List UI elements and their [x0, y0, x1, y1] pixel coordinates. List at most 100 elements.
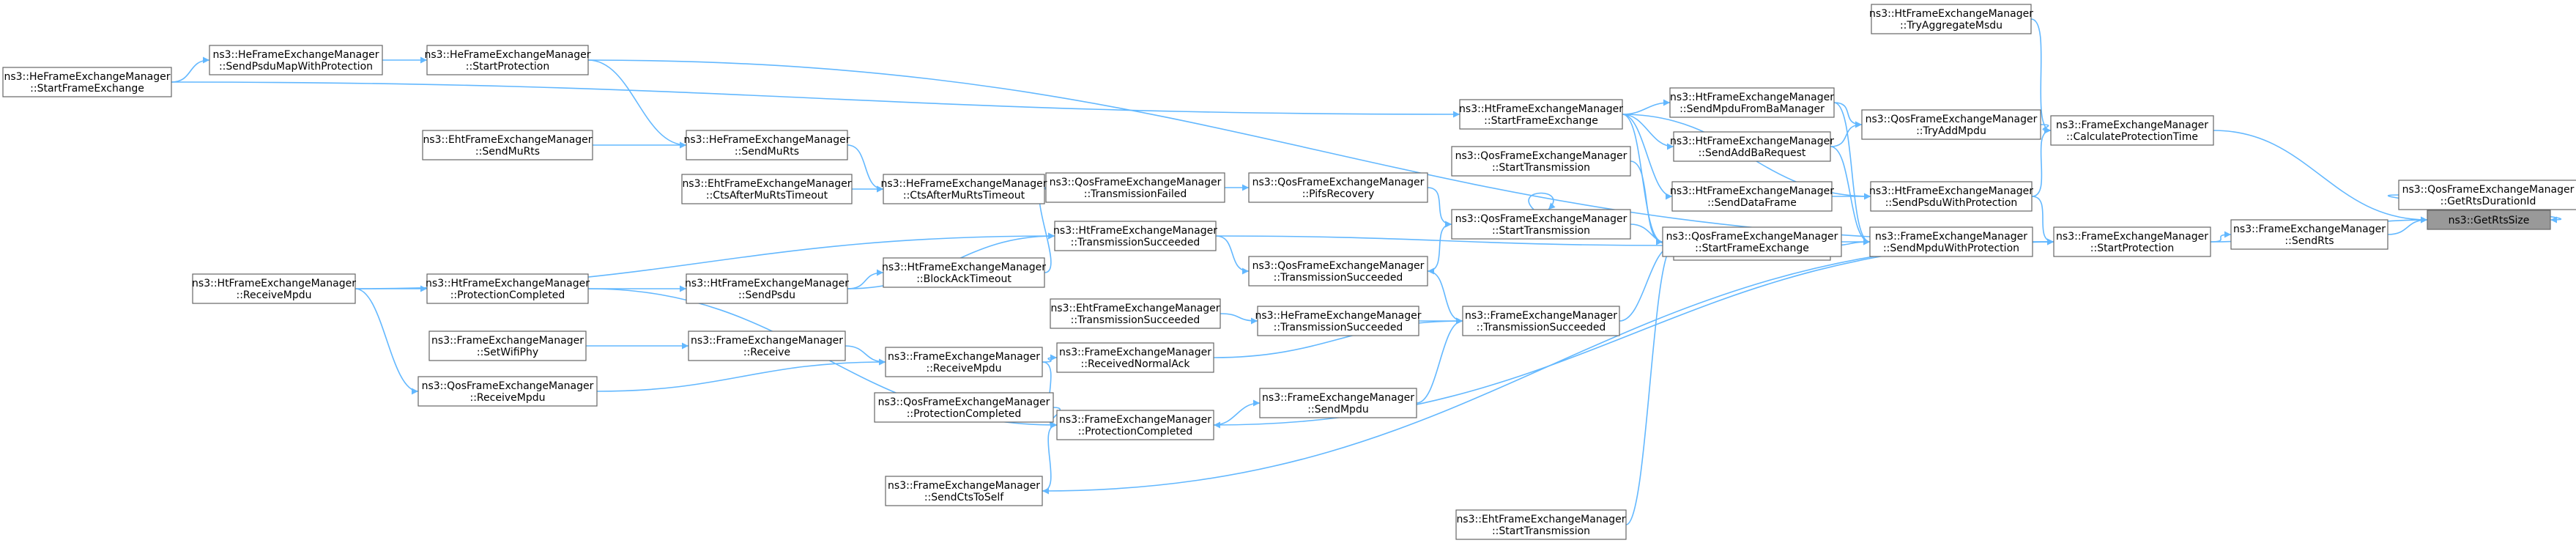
node-label: ::SendRts: [2284, 235, 2334, 247]
node-eht_txsucc[interactable]: ns3::EhtFrameExchangeManager::Transmissi…: [1050, 298, 1221, 329]
edge-qos_recvmpdu-to-fem_recvmpdu: [596, 358, 886, 392]
node-eht_sendmurts[interactable]: ns3::EhtFrameExchangeManager::SendMuRts: [422, 130, 593, 160]
edge-ht_sendaddba-to-fem_sendmpduwp: [1830, 146, 1871, 245]
node-box: [2398, 180, 2576, 210]
node-label: ns3::HtFrameExchangeManager: [1670, 185, 1834, 197]
node-qos_starttx[interactable]: ns3::QosFrameExchangeManager::StartTrans…: [1451, 209, 1631, 240]
node-label: ::ReceiveMpdu: [237, 289, 312, 301]
node-qos_txfailed[interactable]: ns3::QosFrameExchangeManager::Transmissi…: [1045, 172, 1225, 203]
edge-he_startprot-to-he_sendmurts: [587, 59, 687, 149]
node-label: ns3::QosFrameExchangeManager: [1455, 213, 1627, 225]
node-box: [885, 347, 1043, 377]
node-label: ns3::QosFrameExchangeManager: [1050, 177, 1222, 188]
node-fem_txsucc[interactable]: ns3::FrameExchangeManager::TransmissionS…: [1462, 306, 1620, 336]
node-he_startprot[interactable]: ns3::HeFrameExchangeManager::StartProtec…: [424, 45, 591, 75]
node-ht_sendaddba[interactable]: ns3::HtFrameExchangeManager::SendAddBaRe…: [1670, 131, 1834, 162]
node-ht_blockacktimeout[interactable]: ns3::HtFrameExchangeManager::BlockAckTim…: [882, 257, 1046, 288]
node-box: [417, 376, 598, 407]
node-label: ns3::HeFrameExchangeManager: [880, 178, 1047, 190]
node-box: [1248, 172, 1428, 203]
edge-fem_recvnormalack-to-fem_txsucc: [1213, 317, 1463, 358]
node-label: ::ReceiveMpdu: [470, 392, 546, 404]
node-ht_tryagg[interactable]: ns3::HtFrameExchangeManager::TryAggregat…: [1869, 4, 2033, 34]
node-fem_startprot[interactable]: ns3::FrameExchangeManager::StartProtecti…: [2053, 226, 2211, 257]
edge-ht_sendpsduwp-to-fem_startprot: [2031, 196, 2055, 245]
node-box: [2, 67, 172, 97]
node-label: ::TryAggregateMsdu: [1900, 20, 2002, 32]
node-qos_protcomp[interactable]: ns3::QosFrameExchangeManager::Protection…: [874, 392, 1054, 423]
edge-fem_sendrts-to-getrts: [2387, 216, 2428, 235]
node-box: [1869, 226, 2033, 257]
node-fem_receive[interactable]: ns3::FrameExchangeManager::Receive: [688, 330, 846, 361]
node-qos_getrtsdur[interactable]: ns3::QosFrameExchangeManager::GetRtsDura…: [2398, 180, 2576, 210]
node-he_txsucc[interactable]: ns3::HeFrameExchangeManager::Transmissio…: [1255, 306, 1422, 336]
node-ht_startfe[interactable]: ns3::HtFrameExchangeManager::StartFrameE…: [1459, 99, 1623, 130]
node-ht_protcomp[interactable]: ns3::HtFrameExchangeManager::ProtectionC…: [426, 273, 590, 304]
node-box: [1259, 388, 1417, 418]
node-fem_recvmpdu[interactable]: ns3::FrameExchangeManager::ReceiveMpdu: [885, 347, 1043, 377]
node-label: ::SendMuRts: [475, 146, 540, 158]
node-he_ctsaftermurtstimeout[interactable]: ns3::HeFrameExchangeManager::CtsAfterMuR…: [880, 174, 1047, 204]
node-calcprot[interactable]: ns3::FrameExchangeManager::CalculateProt…: [2050, 115, 2214, 146]
node-label: ::ProtectionCompleted: [1078, 426, 1193, 437]
node-fem_sendctstoself[interactable]: ns3::FrameExchangeManager::SendCtsToSelf: [885, 476, 1043, 506]
edge-ht_startfe-to-ht_sendaddba: [1622, 114, 1674, 150]
node-label: ns3::FrameExchangeManager: [888, 351, 1040, 363]
edge-fem_protcomp-to-fem_sendmpdu: [1213, 399, 1261, 426]
node-box: [426, 45, 589, 75]
node-fem_protcomp[interactable]: ns3::FrameExchangeManager::ProtectionCom…: [1056, 410, 1214, 440]
edge-he_sendmurts-to-he_ctsaftermurtstimeout: [847, 144, 884, 193]
node-label: ns3::QosFrameExchangeManager: [422, 380, 594, 392]
edge-fem_recvmpdu-to-fem_recvnormalack: [1042, 354, 1058, 363]
node-ht_txsucc[interactable]: ns3::HtFrameExchangeManager::Transmissio…: [1053, 221, 1217, 251]
node-qos_recvmpdu[interactable]: ns3::QosFrameExchangeManager::ReceiveMpd…: [417, 376, 598, 407]
node-ht_sendpsduwp[interactable]: ns3::HtFrameExchangeManager::SendPsduWit…: [1869, 181, 2033, 212]
node-fem_sendmpduwp[interactable]: ns3::FrameExchangeManager::SendMpduWithP…: [1869, 226, 2033, 257]
node-label: ns3::FrameExchangeManager: [1875, 231, 2027, 243]
node-box: [428, 330, 587, 361]
node-label: ns3::FrameExchangeManager: [888, 480, 1040, 492]
node-eht_ctsaftermurtstimeout[interactable]: ns3::EhtFrameExchangeManager::CtsAfterMu…: [681, 174, 853, 204]
edge-qos_starttx-to-qos_starttx: [1528, 192, 1556, 210]
node-label: ::ProtectionCompleted: [907, 408, 1022, 420]
node-qos_startfe[interactable]: ns3::QosFrameExchangeManager::StartFrame…: [1662, 226, 1842, 257]
node-label: ::GetRtsDurationId: [2440, 196, 2536, 207]
node-label: ns3::HeFrameExchangeManager: [424, 49, 590, 61]
node-fem_sendmpdu[interactable]: ns3::FrameExchangeManager::SendMpdu: [1259, 388, 1417, 418]
node-eht_starttx[interactable]: ns3::EhtFrameExchangeManager::StartTrans…: [1455, 509, 1627, 540]
node-he_startfe[interactable]: ns3::HeFrameExchangeManager::StartFrameE…: [2, 67, 172, 97]
node-qos_starttx_top[interactable]: ns3::QosFrameExchangeManager::StartTrans…: [1451, 146, 1631, 177]
node-ht_recvmpdu[interactable]: ns3::HtFrameExchangeManager::ReceiveMpdu: [192, 273, 356, 304]
node-fem_setwifiphy[interactable]: ns3::FrameExchangeManager::SetWifiPhy: [428, 330, 587, 361]
node-label: ::ReceiveMpdu: [927, 363, 1002, 374]
node-getrts[interactable]: ns3::GetRtsSize: [2427, 210, 2551, 230]
node-qos_txsucc[interactable]: ns3::QosFrameExchangeManager::Transmissi…: [1248, 256, 1428, 287]
node-he_sendmurts[interactable]: ns3::HeFrameExchangeManager::SendMuRts: [683, 130, 850, 160]
node-label: ns3::HtFrameExchangeManager: [685, 278, 849, 289]
edge-fem_sendctstoself-to-fem_protcomp: [1042, 421, 1058, 492]
node-fem_sendrts[interactable]: ns3::FrameExchangeManager::SendRts: [2230, 219, 2388, 250]
node-fem_recvnormalack[interactable]: ns3::FrameExchangeManager::ReceivedNorma…: [1056, 342, 1214, 373]
node-qos_pifs[interactable]: ns3::QosFrameExchangeManager::PifsRecove…: [1248, 172, 1428, 203]
node-label: ::Receive: [743, 347, 790, 358]
node-ht_sendpsdu[interactable]: ns3::HtFrameExchangeManager::SendPsdu: [685, 273, 849, 304]
node-box: [1871, 4, 2032, 34]
node-label: ns3::FrameExchangeManager: [1059, 347, 1211, 358]
node-label: ::CalculateProtectionTime: [2066, 131, 2198, 143]
node-ht_senddataframe[interactable]: ns3::HtFrameExchangeManager::SendDataFra…: [1670, 181, 1834, 212]
node-he_sendpsdumapwp[interactable]: ns3::HeFrameExchangeManager::SendPsduMap…: [209, 45, 383, 75]
node-label: ns3::QosFrameExchangeManager: [1455, 150, 1627, 162]
node-label: ns3::HtFrameExchangeManager: [426, 278, 590, 289]
node-label: ::SendDataFrame: [1707, 197, 1797, 209]
node-box: [1459, 99, 1623, 130]
node-box: [1662, 226, 1842, 257]
node-qos_tryaddmpdu[interactable]: ns3::QosFrameExchangeManager::TryAddMpdu: [1861, 109, 2041, 140]
edge-calcprot-to-getrts: [2213, 130, 2428, 224]
node-ht_sendmpdufromba[interactable]: ns3::HtFrameExchangeManager::SendMpduFro…: [1669, 87, 1835, 118]
edge-fem_sendmpdu-to-fem_txsucc: [1416, 317, 1463, 404]
node-label: ::StartFrameExchange: [30, 83, 144, 95]
node-label: ::SendMpdu: [1307, 404, 1368, 415]
node-label: ns3::QosFrameExchangeManager: [1252, 177, 1425, 188]
node-label: ::BlockAckTimeout: [916, 273, 1012, 285]
node-box: [1056, 342, 1214, 373]
